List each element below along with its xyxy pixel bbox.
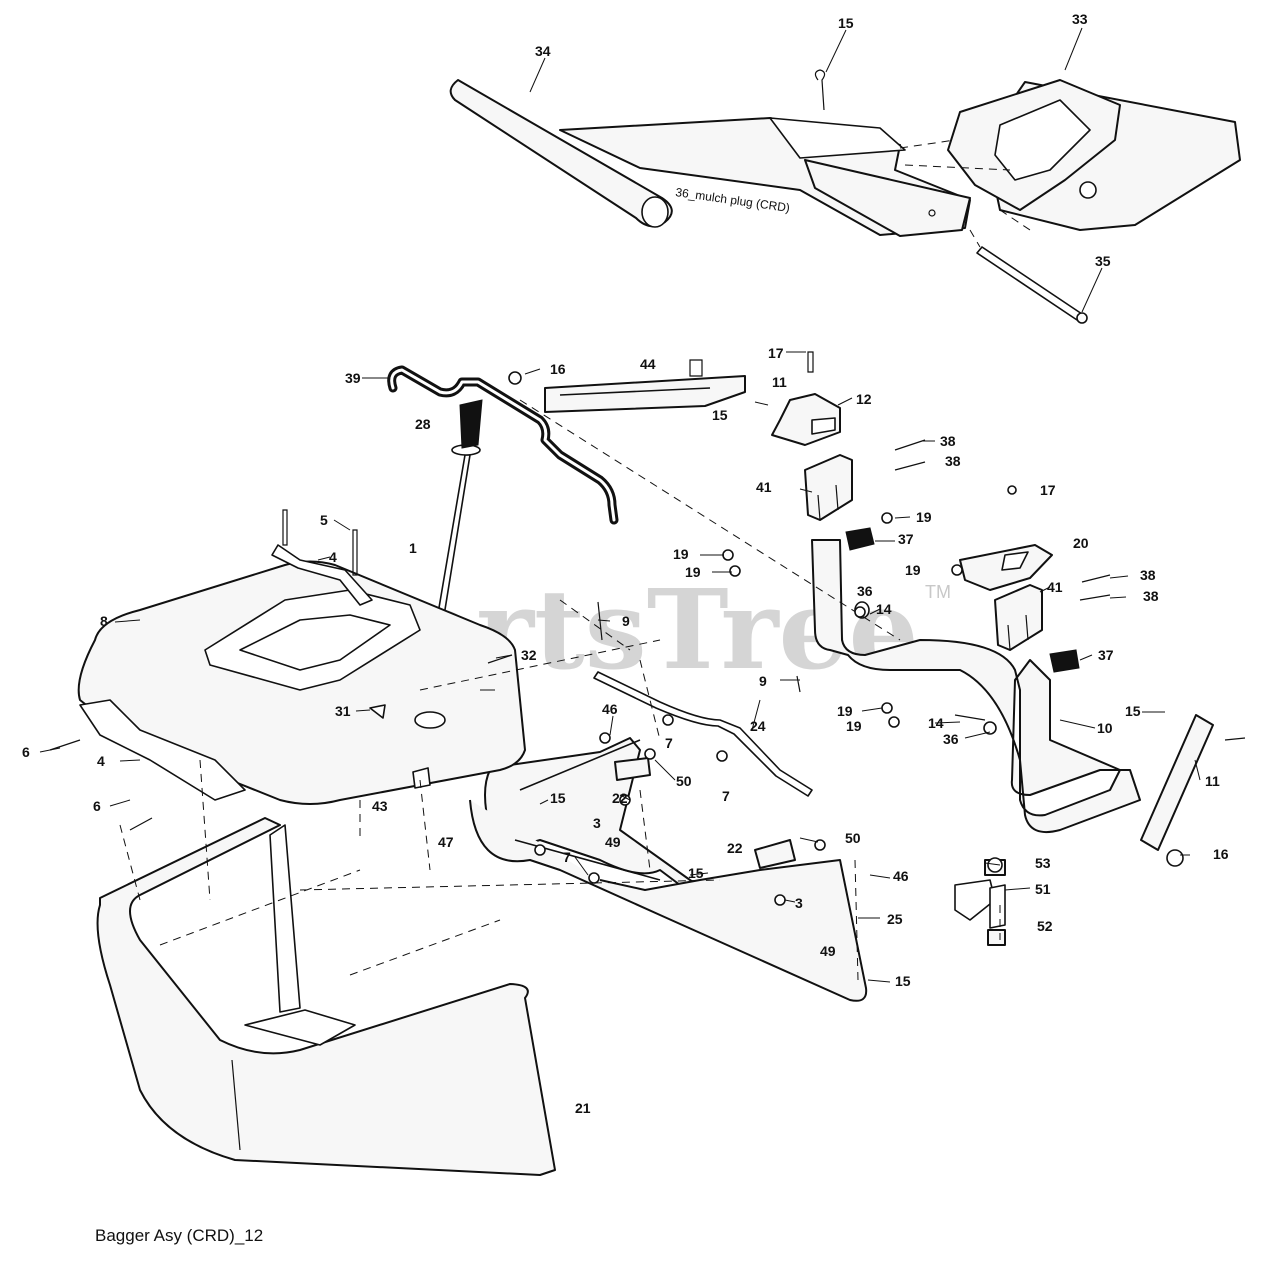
callout-38-c: 38 bbox=[1140, 567, 1156, 583]
callout-14-top: 14 bbox=[876, 601, 892, 617]
callout-47: 47 bbox=[438, 834, 454, 850]
callout-19-d: 19 bbox=[905, 562, 921, 578]
callout-19-f: 19 bbox=[846, 718, 862, 734]
callout-31: 31 bbox=[335, 703, 351, 719]
callout-3-top: 3 bbox=[593, 815, 601, 831]
callout-19-a: 19 bbox=[916, 509, 932, 525]
callout-34: 34 bbox=[535, 43, 551, 59]
callout-3-bottom: 3 bbox=[795, 895, 803, 911]
callout-7-c: 7 bbox=[563, 849, 571, 865]
part-52-handle bbox=[954, 859, 1006, 946]
callout-22-bottom: 22 bbox=[727, 840, 743, 856]
callout-53: 53 bbox=[1035, 855, 1051, 871]
callout-19-c: 19 bbox=[685, 564, 701, 580]
callout-15-left: 15 bbox=[550, 790, 566, 806]
callout-20: 20 bbox=[1073, 535, 1089, 551]
part-20-bracket bbox=[959, 544, 1053, 591]
callout-39: 39 bbox=[345, 370, 361, 386]
callout-25: 25 bbox=[887, 911, 903, 927]
callout-49-bottom: 49 bbox=[820, 943, 836, 959]
callout-7-b: 7 bbox=[722, 788, 730, 804]
callout-10: 10 bbox=[1097, 720, 1113, 736]
callout-15-top: 15 bbox=[838, 15, 854, 31]
callout-33: 33 bbox=[1072, 11, 1088, 27]
callout-19-e: 19 bbox=[837, 703, 853, 719]
callout-50-bottom: 50 bbox=[845, 830, 861, 846]
callout-38-b: 38 bbox=[945, 453, 961, 469]
callout-labels: 34 15 33 35 39 16 44 17 11 12 15 28 38 3… bbox=[22, 11, 1229, 1116]
diagram-caption: Bagger Asy (CRD)_12 bbox=[95, 1226, 263, 1245]
callout-7-a: 7 bbox=[665, 735, 673, 751]
hardware bbox=[49, 351, 1246, 906]
callout-35: 35 bbox=[1095, 253, 1111, 269]
callout-17-right: 17 bbox=[1040, 482, 1056, 498]
part-33-bag-adapter bbox=[947, 79, 1241, 231]
part-39-lift-handle bbox=[387, 365, 619, 525]
part-11-right-bar bbox=[1140, 714, 1214, 851]
callout-16-top: 16 bbox=[550, 361, 566, 377]
callout-22-top: 22 bbox=[612, 790, 628, 806]
callout-6-bottom: 6 bbox=[93, 798, 101, 814]
part-41-left-bracket bbox=[804, 454, 853, 521]
callout-52: 52 bbox=[1037, 918, 1053, 934]
callout-50-top: 50 bbox=[676, 773, 692, 789]
part-24-rod bbox=[593, 671, 813, 797]
callout-11-right: 11 bbox=[1205, 773, 1220, 789]
part-15-top-clip bbox=[814, 69, 826, 111]
callout-8: 8 bbox=[100, 613, 108, 629]
callout-11-top: 11 bbox=[772, 374, 787, 390]
part-35-pin bbox=[976, 246, 1088, 324]
callout-37-right: 37 bbox=[1098, 647, 1114, 663]
callout-14-bottom: 14 bbox=[928, 715, 944, 731]
part-8-bag-cover bbox=[77, 544, 526, 805]
callout-38-d: 38 bbox=[1143, 588, 1159, 604]
part-22-clips bbox=[614, 757, 796, 869]
part-34-handle-tube bbox=[449, 79, 673, 228]
callout-5: 5 bbox=[320, 512, 328, 528]
callout-12: 12 bbox=[856, 391, 872, 407]
watermark-tm: TM bbox=[925, 582, 951, 602]
part-21-bag bbox=[96, 817, 556, 1176]
callout-46-top: 46 bbox=[602, 701, 618, 717]
callout-37-top: 37 bbox=[898, 531, 914, 547]
callout-24: 24 bbox=[750, 718, 766, 734]
assembly-lines bbox=[119, 399, 1001, 981]
callout-28: 28 bbox=[415, 416, 431, 432]
callout-43: 43 bbox=[372, 798, 388, 814]
part-37-rubber-stop bbox=[845, 527, 1080, 673]
callout-6-top: 6 bbox=[22, 744, 30, 760]
part-36-mulch-plug bbox=[559, 117, 971, 237]
callout-15-mid: 15 bbox=[712, 407, 728, 423]
callout-41-left: 41 bbox=[756, 479, 772, 495]
callout-17-top: 17 bbox=[768, 345, 784, 361]
callout-41-right: 41 bbox=[1047, 579, 1063, 595]
callout-51: 51 bbox=[1035, 881, 1051, 897]
callout-36-bottom: 36 bbox=[943, 731, 959, 747]
callout-32: 32 bbox=[521, 647, 537, 663]
callout-19-b: 19 bbox=[673, 546, 689, 562]
mulch-plug-note: 36_mulch plug (CRD) bbox=[675, 185, 791, 215]
callout-38-a: 38 bbox=[940, 433, 956, 449]
part-44-bracket bbox=[544, 375, 746, 413]
part-41-right-bracket bbox=[994, 584, 1043, 651]
callout-49-top: 49 bbox=[605, 834, 621, 850]
callout-16-right: 16 bbox=[1213, 846, 1229, 862]
callout-36-mid: 36 bbox=[857, 583, 873, 599]
part-25-frame-rail bbox=[469, 737, 868, 1002]
callout-15-right: 15 bbox=[1125, 703, 1141, 719]
callout-4-bottom: 4 bbox=[97, 753, 105, 769]
callout-9-top: 9 bbox=[622, 613, 630, 629]
callout-9-mid: 9 bbox=[759, 673, 767, 689]
part-12-bracket bbox=[771, 393, 841, 446]
callout-21: 21 bbox=[575, 1100, 591, 1116]
callout-4-top: 4 bbox=[329, 549, 337, 565]
callout-15-center: 15 bbox=[688, 865, 704, 881]
callout-1: 1 bbox=[409, 540, 417, 556]
callout-15-bottom: 15 bbox=[895, 973, 911, 989]
callout-44: 44 bbox=[640, 356, 656, 372]
callout-46-bottom: 46 bbox=[893, 868, 909, 884]
